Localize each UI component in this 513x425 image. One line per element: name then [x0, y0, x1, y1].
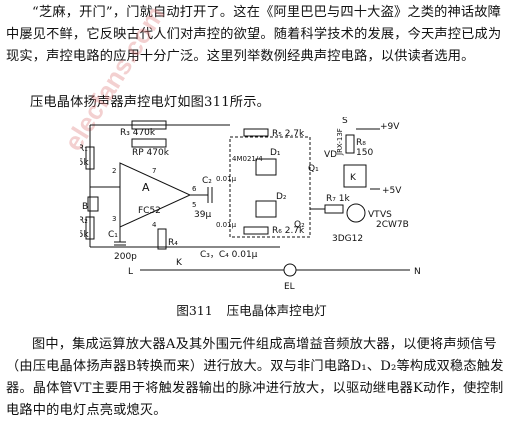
- pin-2: 2: [112, 167, 116, 175]
- d2-label: D₂: [276, 192, 287, 202]
- q2-label: Q₂: [294, 220, 305, 230]
- rp-label: RP 470k: [132, 148, 170, 158]
- resistor-r7: [324, 204, 344, 214]
- r7-label: R₇ 1k: [326, 194, 350, 204]
- lamp-el: [283, 263, 297, 277]
- flip-flop-box: [229, 136, 311, 238]
- d1-label: D₁: [270, 148, 281, 158]
- gate-type: 4M021/4: [232, 155, 263, 163]
- caption-number: 图311: [176, 303, 213, 318]
- switch-s-label: S: [342, 117, 348, 126]
- switch-k-label: K: [176, 258, 183, 268]
- line-l: L: [128, 267, 133, 277]
- pin-3: 3: [112, 215, 116, 223]
- c2-value: 39μ: [194, 210, 211, 220]
- description-paragraph: 图中，集成运算放大器A及其外围元件组成高增益音频放大器，以便将声频信号（由压电晶…: [6, 334, 508, 422]
- vs-label: VS: [380, 210, 392, 220]
- r1-label: R₁: [80, 144, 88, 154]
- resistor-r5: [243, 128, 269, 137]
- r5-label: R₅ 2.7k: [272, 129, 305, 139]
- opamp-a: [119, 162, 192, 228]
- pin-7: 7: [152, 167, 156, 175]
- resistor-r1: [85, 146, 95, 170]
- opamp-ic: FC52: [138, 206, 161, 216]
- cap-001b: 0.01μ: [216, 221, 237, 229]
- intro-text: “芝麻，开门”，门就自动打开了。这在《阿里巴巴与四十大盗》之类的神话故障中屡见不…: [6, 5, 502, 64]
- figure-caption: 图311 压电晶体声控电灯: [0, 300, 513, 319]
- resistor-r6: [243, 226, 269, 235]
- resistor-r4: [157, 228, 167, 250]
- potentiometer-rp: [131, 138, 167, 148]
- pin-6: 6: [192, 185, 197, 193]
- r8-label: R₈: [356, 138, 366, 148]
- gate-d1: [255, 158, 277, 176]
- c34-label: C₃，C₄ 0.01μ: [200, 250, 258, 260]
- q1-label: Q₁: [308, 164, 319, 174]
- c2-label: C₂: [202, 176, 212, 186]
- gate-d2: [255, 200, 277, 218]
- r3-label: R₃ 470k: [120, 128, 156, 138]
- vd-label: VD: [324, 150, 337, 160]
- vt-label: VT: [368, 210, 380, 220]
- r4-label: R₄: [168, 238, 178, 248]
- opamp-label: A: [142, 181, 150, 194]
- cap-001a: 0.01μ: [216, 175, 237, 183]
- r8-value: 150: [356, 148, 373, 158]
- relay-k: [343, 164, 367, 188]
- transistor-vt: [346, 203, 366, 223]
- piezo-b: [87, 196, 99, 212]
- description-text: 图中，集成运算放大器A及其外围元件组成高增益音频放大器，以便将声频信号（由压电晶…: [6, 337, 504, 418]
- pin-4: 4: [152, 221, 157, 229]
- r1-value: 15k: [80, 158, 89, 168]
- supply-5v: +5V: [382, 186, 402, 196]
- resistor-r2: [85, 216, 95, 240]
- supply-9v: +9V: [380, 122, 400, 132]
- c1-value: 200p: [114, 252, 137, 262]
- vt-type: 3DG12: [332, 234, 363, 244]
- r2-label: R₂: [80, 216, 88, 226]
- resistor-r3: [131, 120, 167, 130]
- c1-label: C₁: [108, 230, 118, 240]
- lamp-label: EL: [284, 282, 295, 292]
- r6-label: R₆ 2.7k: [272, 226, 305, 236]
- k-label: K: [350, 173, 357, 183]
- line-n: N: [414, 267, 420, 277]
- resistor-r8: [345, 134, 355, 154]
- circuit-diagram: R₁ 15k R₂ 15k B R₃ 470k RP 470k A FC52 2…: [80, 117, 420, 292]
- caption-title: 压电晶体声控电灯: [226, 303, 327, 318]
- vs-type: 2CW7B: [376, 220, 409, 230]
- intro-paragraph: “芝麻，开门”，门就自动打开了。这在《阿里巴巴与四十大盗》之类的神话故障中屡见不…: [6, 2, 508, 68]
- figure-intro: 压电晶体扬声器声控电灯如图311所示。: [30, 95, 270, 110]
- b-label: B: [82, 202, 88, 212]
- pin-5: 5: [192, 201, 196, 209]
- r2-value: 15k: [80, 230, 89, 240]
- relay-type: JRX-13F: [336, 128, 344, 156]
